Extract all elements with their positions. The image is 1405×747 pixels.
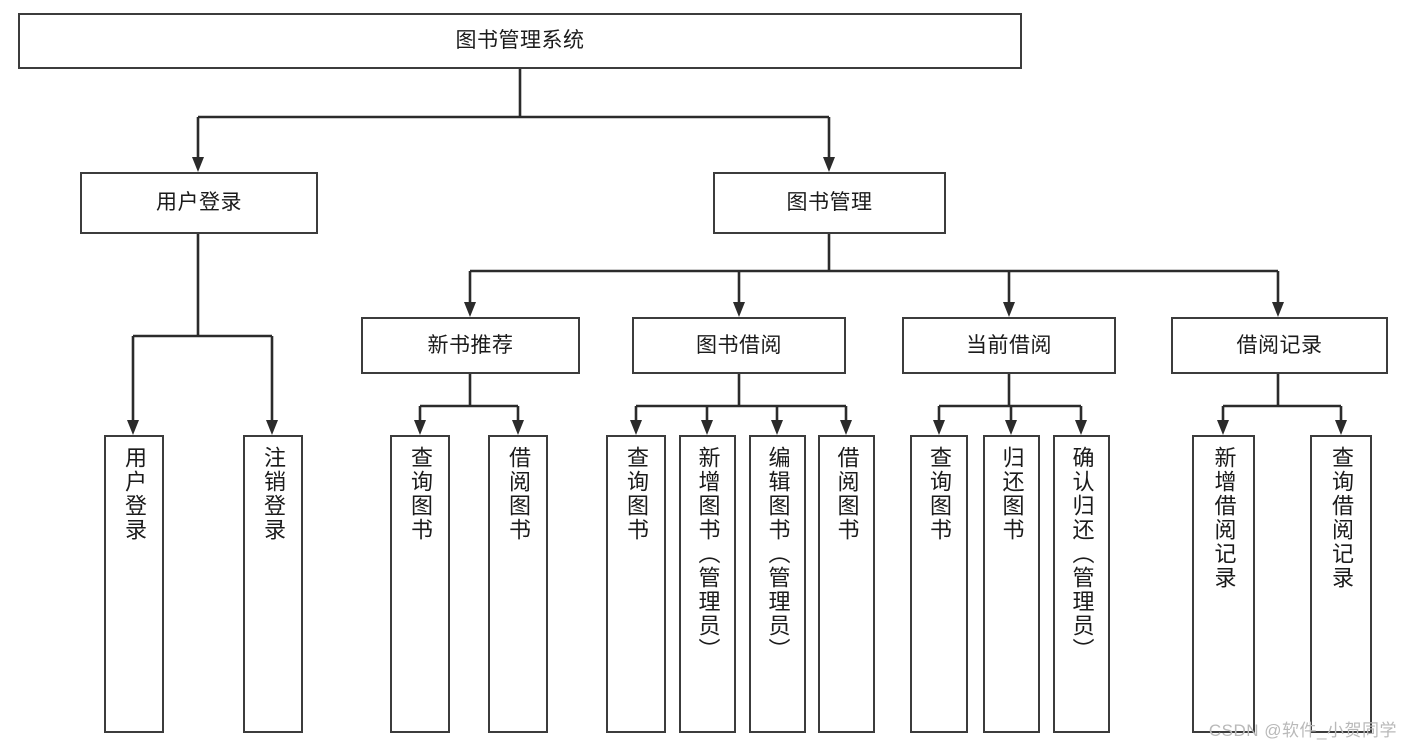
node-leaf-query-book-3[interactable]: 查询图书 (910, 435, 968, 733)
node-new-book-recommend[interactable]: 新书推荐 (361, 317, 580, 374)
node-label: 图书管理系统 (455, 29, 585, 53)
node-leaf-query-book-1[interactable]: 查询图书 (390, 435, 450, 733)
node-label: 用户登录 (122, 446, 147, 542)
node-leaf-user-login[interactable]: 用户登录 (104, 435, 164, 733)
node-label: 注销登录 (261, 446, 286, 542)
node-root[interactable]: 图书管理系统 (18, 13, 1022, 69)
node-label: 确认归还（管理员） (1069, 446, 1095, 662)
node-book-borrow[interactable]: 图书借阅 (632, 317, 846, 374)
node-label: 查询图书 (624, 446, 649, 542)
node-leaf-add-book[interactable]: 新增图书（管理员） (679, 435, 736, 733)
node-leaf-edit-book[interactable]: 编辑图书（管理员） (749, 435, 806, 733)
node-label: 新增借阅记录 (1211, 446, 1237, 590)
node-label: 编辑图书（管理员） (765, 446, 791, 662)
node-book-manage[interactable]: 图书管理 (713, 172, 946, 234)
watermark-text: CSDN @软件_小贺同学 (1208, 721, 1397, 740)
node-current-borrow[interactable]: 当前借阅 (902, 317, 1116, 374)
node-label: 借阅图书 (506, 446, 531, 542)
node-label: 查询图书 (408, 446, 433, 542)
node-label: 借阅记录 (1236, 333, 1323, 357)
node-leaf-confirm-return[interactable]: 确认归还（管理员） (1053, 435, 1110, 733)
node-borrow-record[interactable]: 借阅记录 (1171, 317, 1388, 374)
node-label: 借阅图书 (834, 446, 860, 542)
node-leaf-user-logout[interactable]: 注销登录 (243, 435, 303, 733)
node-label: 新增图书（管理员） (695, 446, 721, 662)
node-label: 查询图书 (927, 446, 952, 542)
node-leaf-query-book-2[interactable]: 查询图书 (606, 435, 666, 733)
node-label: 归还图书 (999, 446, 1025, 542)
node-user-login[interactable]: 用户登录 (80, 172, 318, 234)
node-leaf-borrow-book-1[interactable]: 借阅图书 (488, 435, 548, 733)
node-leaf-add-record[interactable]: 新增借阅记录 (1192, 435, 1255, 733)
node-label: 用户登录 (156, 191, 242, 215)
node-label: 当前借阅 (966, 333, 1052, 357)
node-leaf-query-record[interactable]: 查询借阅记录 (1310, 435, 1372, 733)
node-label: 新书推荐 (427, 333, 514, 357)
node-label: 查询借阅记录 (1329, 446, 1354, 590)
node-label: 图书管理 (786, 191, 873, 215)
node-leaf-return-book[interactable]: 归还图书 (983, 435, 1040, 733)
node-label: 图书借阅 (696, 333, 782, 357)
node-leaf-borrow-book-2[interactable]: 借阅图书 (818, 435, 875, 733)
